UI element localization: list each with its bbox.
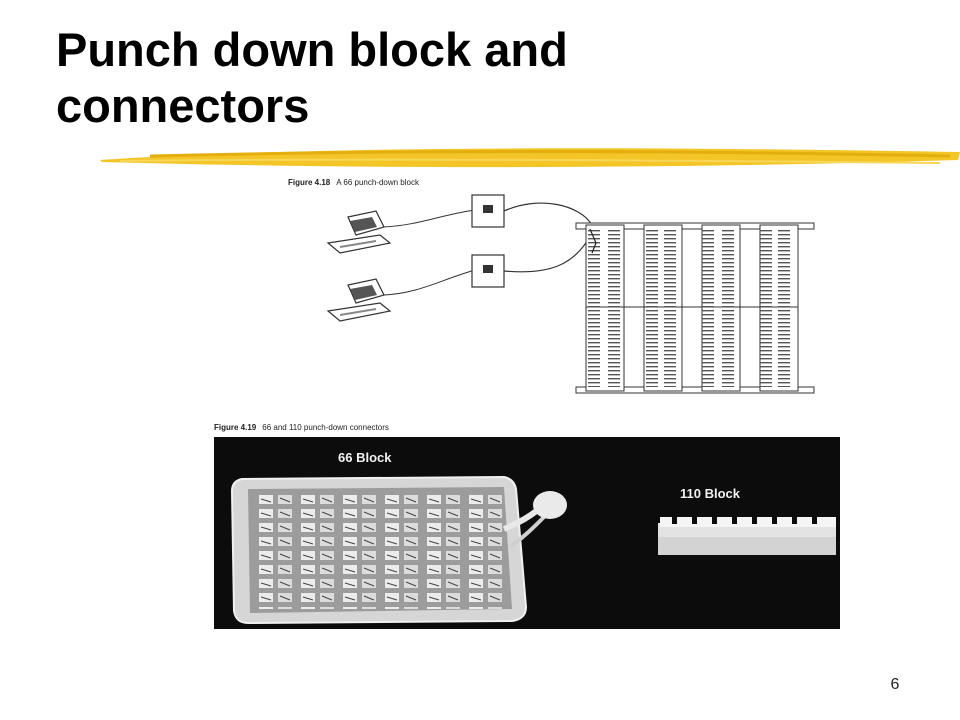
figure-18-caption: Figure 4.18 A 66 punch-down block xyxy=(288,178,419,187)
figure-18-illustration xyxy=(326,194,815,394)
wall-jack-icon xyxy=(471,254,505,288)
label-110-block: 110 Block xyxy=(680,486,740,501)
figure-18-number: Figure 4.18 xyxy=(288,178,331,187)
computer-icon xyxy=(326,278,392,322)
figure-18-text: A 66 punch-down block xyxy=(336,178,419,187)
label-66-block: 66 Block xyxy=(338,450,392,465)
figure-19-photo xyxy=(214,437,840,629)
figure-19-number: Figure 4.19 xyxy=(214,423,257,432)
slide-title: Punch down block and connectors xyxy=(56,23,568,132)
figure-19-text: 66 and 110 punch-down connectors xyxy=(262,423,389,432)
yellow-brush-stroke xyxy=(100,148,960,168)
computer-icon xyxy=(326,210,392,254)
page-number: 6 xyxy=(890,676,900,693)
figure-19-caption: Figure 4.19 66 and 110 punch-down connect… xyxy=(214,423,389,432)
wall-jack-icon xyxy=(471,194,505,228)
